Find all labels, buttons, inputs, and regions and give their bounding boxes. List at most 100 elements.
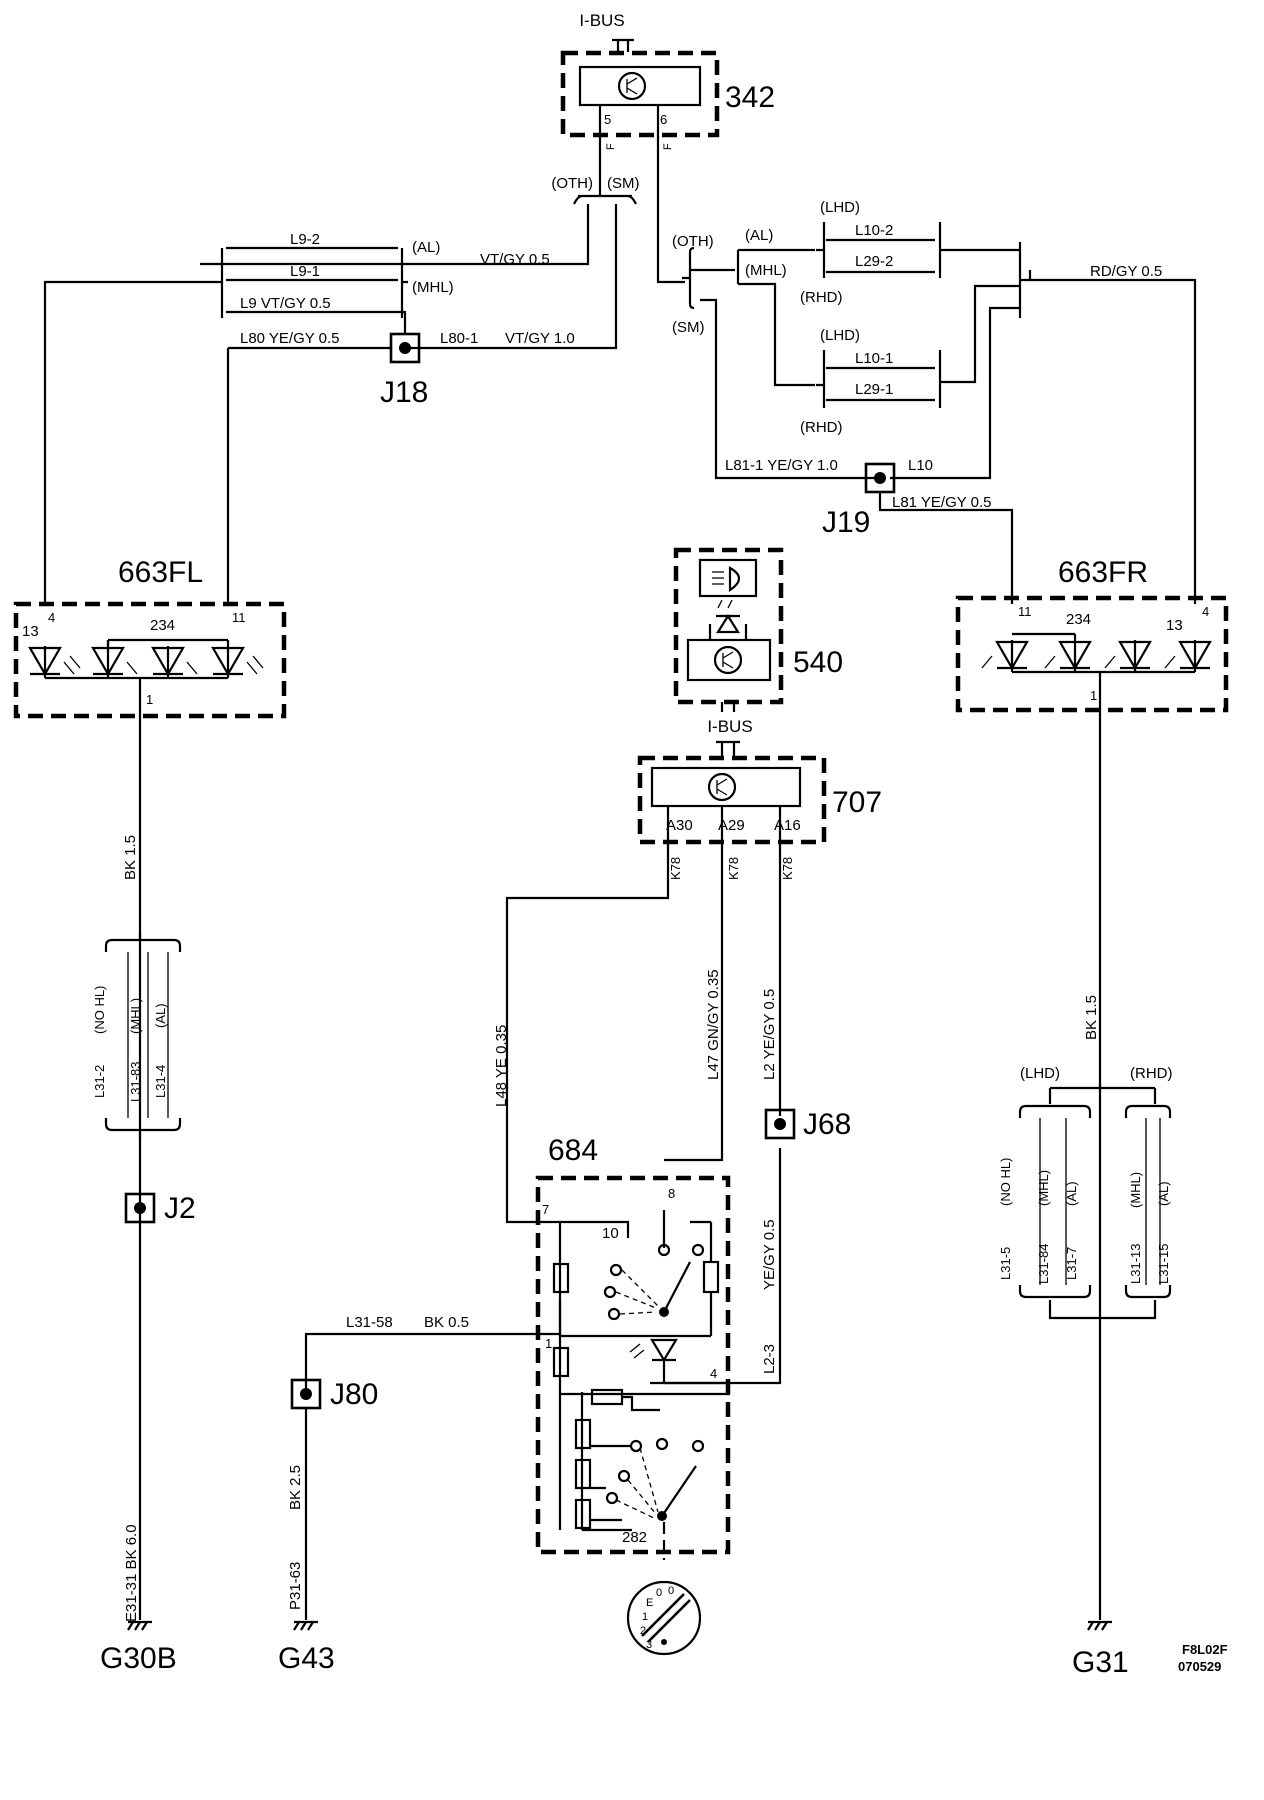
pin-4-fr: 4	[1202, 604, 1209, 619]
footer-code: F8L02F	[1182, 1642, 1228, 1657]
fuse-f-b: F	[662, 143, 674, 150]
ground-g30b-label: G30B	[100, 1642, 177, 1675]
variant-lhd-upper: (LHD)	[820, 199, 860, 216]
wire-bk-25: BK 2.5	[287, 1465, 304, 1510]
variant-mhl-rhd: (MHL)	[1128, 1172, 1143, 1208]
wire-yegy-05: YE/GY 0.5	[761, 1219, 778, 1290]
junction-j18-label: J18	[380, 376, 428, 409]
wire-l9-2: L9-2	[290, 231, 320, 248]
pin-11-fl: 11	[232, 610, 246, 625]
variant-al: (AL)	[412, 239, 440, 256]
variant-mhl: (MHL)	[412, 279, 454, 296]
pin-a30: A30	[666, 817, 693, 834]
component-663fl-id: 663FL	[118, 556, 203, 589]
ground-g43: G43	[278, 1620, 335, 1675]
pin-1: 1	[545, 1336, 552, 1351]
pin-4: 4	[710, 1366, 717, 1381]
wire-l31-13: L31-13	[1128, 1244, 1143, 1284]
wire-l10: L10	[908, 457, 933, 474]
variant-rhd-bottom: (RHD)	[1130, 1065, 1173, 1082]
variant-rhd-lower: (RHD)	[800, 419, 843, 436]
transistor-icon	[617, 71, 647, 101]
pin-10: 10	[602, 1225, 619, 1242]
pin-234-fl: 234	[150, 617, 175, 634]
wire-e31-31: E31-31 BK 6.0	[123, 1524, 140, 1622]
variant-mhl-right-lower: (MHL)	[1036, 1170, 1051, 1206]
ground-g43-label: G43	[278, 1642, 335, 1675]
variant-lhd-lower: (LHD)	[820, 327, 860, 344]
footer-date: 070529	[1178, 1659, 1221, 1674]
component-342-module	[578, 65, 702, 107]
junction-j80-label: J80	[330, 1378, 378, 1411]
dial-digit-0b: 0	[668, 1585, 674, 1597]
pin-1-fl: 1	[146, 692, 153, 707]
wire-l31-15: L31-15	[1156, 1244, 1171, 1284]
wire-l81-1: L81-1 YE/GY 1.0	[725, 457, 838, 474]
variant-mhl-left: (MHL)	[128, 998, 143, 1034]
pin-tag-k78-c: K78	[780, 857, 795, 880]
pin-13-fl: 13	[22, 623, 39, 640]
component-684: 684 7 8 10 1 4 282	[535, 1134, 731, 1560]
junction-j18: J18	[380, 332, 428, 409]
component-342-box	[560, 50, 720, 138]
ground-g30b: G30B	[100, 1620, 177, 1675]
wire-rdgy: RD/GY 0.5	[1090, 263, 1162, 280]
ground-g31-label: G31	[1072, 1646, 1129, 1679]
wire-l31-83: L31-83	[128, 1062, 143, 1102]
i-bus-label-342: I-BUS	[579, 11, 624, 30]
wire-l31-7: L31-7	[1064, 1247, 1079, 1280]
pin-a16: A16	[774, 817, 801, 834]
variant-oth-right: (OTH)	[672, 233, 714, 250]
variant-nohl-right: (NO HL)	[998, 1158, 1013, 1206]
transistor-icon	[707, 772, 737, 802]
wire-bk-15-left: BK 1.5	[122, 835, 139, 880]
rotary-switch-dial: 0 0 1 2 3 E	[626, 1580, 702, 1656]
junction-j2: J2	[124, 1192, 196, 1225]
left-ground-path: BK 1.5 L31-2 (NO HL) L31-83 (MHL) L31-4 …	[92, 835, 182, 1138]
variant-al-right: (AL)	[745, 227, 773, 244]
wire-vtgy-10: VT/GY 1.0	[505, 330, 575, 347]
wire-l31-2: L31-2	[92, 1065, 107, 1098]
variant-al-left: (AL)	[153, 1003, 168, 1028]
headlight-icon	[712, 566, 741, 593]
junction-j19: J19	[822, 462, 896, 539]
wire-l48: L48 YE 0.35	[493, 1025, 510, 1107]
variant-sm-right: (SM)	[672, 319, 705, 336]
pin-6: 6	[660, 112, 667, 127]
component-540: 540	[673, 547, 843, 712]
wire-l31-84: L31-84	[1036, 1244, 1051, 1284]
dial-digit-1: 1	[642, 1611, 648, 1623]
wire-l31-58: L31-58	[346, 1314, 393, 1331]
wire-l10-1: L10-1	[855, 350, 893, 367]
wire-l10-2: L10-2	[855, 222, 893, 239]
fuse-f-a: F	[605, 143, 617, 150]
wires-707: L48 YE 0.35 L47 GN/GY 0.35 L2 YE/GY 0.5 …	[493, 806, 782, 1385]
wire-l47: L47 GN/GY 0.35	[705, 969, 722, 1080]
wire-l2-3: L2-3	[761, 1344, 778, 1374]
wire-p31-63: P31-63	[287, 1562, 304, 1610]
wire-l31-4: L31-4	[153, 1065, 168, 1098]
dial-digit-0a: 0	[656, 1587, 662, 1599]
variant-al-right-lower: (AL)	[1064, 1181, 1079, 1206]
wires-342: (OTH) (SM)	[200, 105, 685, 350]
component-663fl: 663FL 13 4 234 11 1	[13, 556, 287, 1620]
wire-l80-1: L80-1	[440, 330, 478, 347]
wire-bk-05: BK 0.5	[424, 1314, 469, 1331]
pin-tag-k78-b: K78	[726, 857, 741, 880]
ground-g31: G31	[1072, 1620, 1129, 1679]
component-663fr-id: 663FR	[1058, 556, 1148, 589]
wire-l29-1: L29-1	[855, 381, 893, 398]
variant-rhd-upper: (RHD)	[800, 289, 843, 306]
wire-vtgy-05: VT/GY 0.5	[480, 251, 550, 268]
wire-l9: L9 VT/GY 0.5	[240, 295, 331, 312]
left-wire-group: L9-2 L9-1 L9 VT/GY 0.5 (AL) (MHL) VT/GY …	[43, 231, 575, 604]
dial-digit-e: E	[646, 1597, 653, 1609]
wire-l2: L2 YE/GY 0.5	[761, 989, 778, 1080]
component-540-id: 540	[793, 646, 843, 679]
wire-l31-5: L31-5	[998, 1247, 1013, 1280]
wire-l9-1: L9-1	[290, 263, 320, 280]
wire-l31-58-group: L31-58 BK 0.5	[304, 1314, 560, 1393]
pin-4-fl: 4	[48, 610, 55, 625]
transistor-icon	[713, 645, 743, 675]
